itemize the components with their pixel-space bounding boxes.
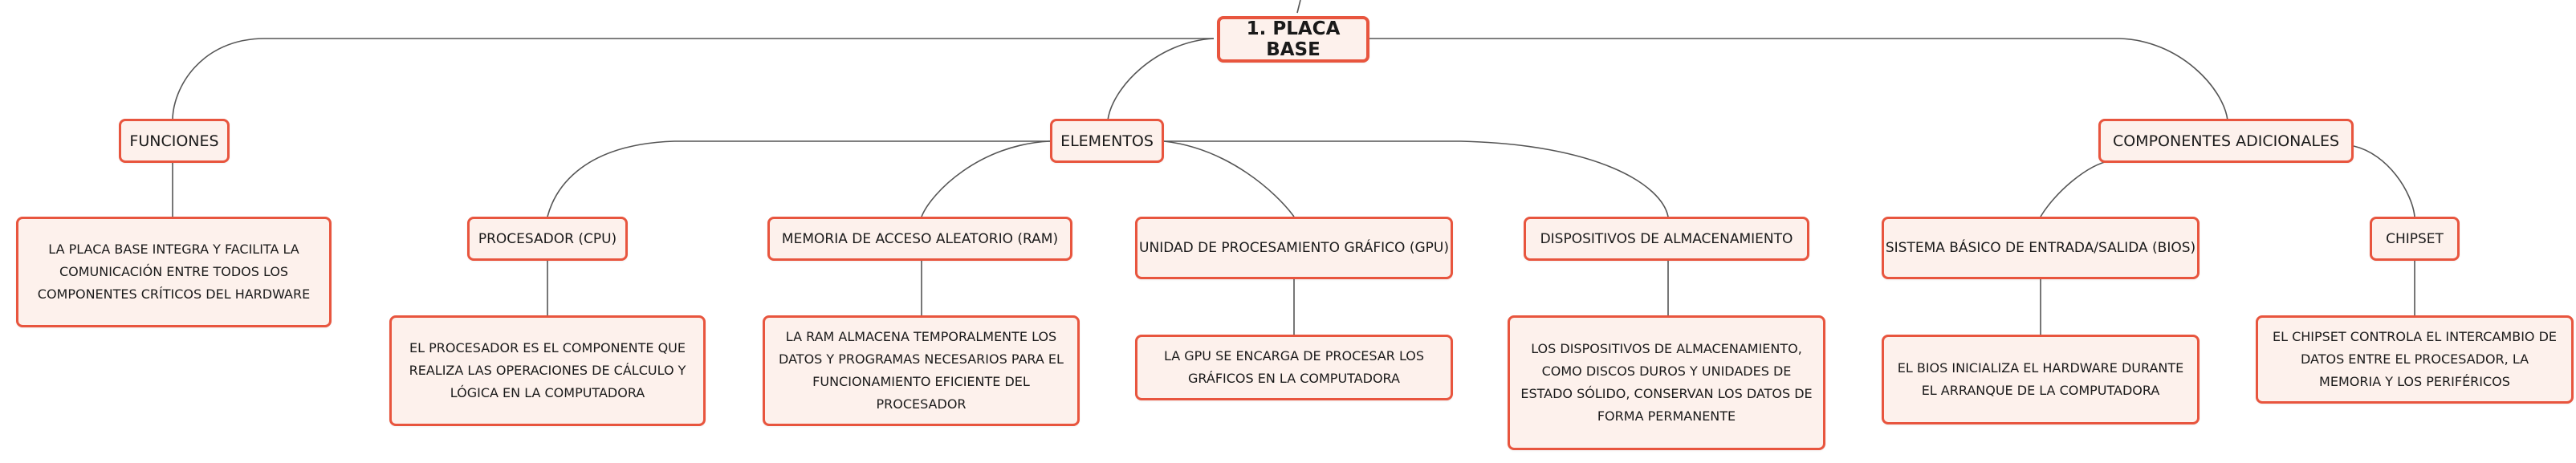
branch-elementos-label: ELEMENTOS bbox=[1060, 132, 1154, 150]
chipset-description[interactable]: EL CHIPSET CONTROLA EL INTERCAMBIO DE DA… bbox=[2256, 315, 2574, 404]
child-chipset-label: CHIPSET bbox=[2386, 230, 2444, 247]
child-bios[interactable]: SISTEMA BÁSICO DE ENTRADA/SALIDA (BIOS) bbox=[1882, 217, 2200, 279]
connector-elementos-gpu bbox=[1163, 140, 1295, 217]
ram-description[interactable]: LA RAM ALMACENA TEMPORALMENTE LOS DATOS … bbox=[763, 315, 1080, 426]
ram-description-text: LA RAM ALMACENA TEMPORALMENTE LOS DATOS … bbox=[779, 329, 1064, 412]
branch-funciones-label: FUNCIONES bbox=[129, 132, 219, 150]
root-label: 1. PLACA BASE bbox=[1246, 18, 1341, 60]
connector-elementos-cpu bbox=[547, 140, 1050, 217]
bios-description-text: EL BIOS INICIALIZA EL HARDWARE DURANTE E… bbox=[1897, 360, 2184, 398]
almacenamiento-description[interactable]: LOS DISPOSITIVOS DE ALMACENAMIENTO, COMO… bbox=[1508, 315, 1825, 450]
connector-root-elementos bbox=[1107, 38, 1215, 121]
connector-elementos-ram bbox=[921, 140, 1051, 217]
connector-componentes-chipset bbox=[2353, 145, 2415, 217]
child-almacenamiento[interactable]: DISPOSITIVOS DE ALMACENAMIENTO bbox=[1524, 217, 1809, 261]
branch-elementos[interactable]: ELEMENTOS bbox=[1050, 119, 1164, 163]
almacenamiento-description-text: LOS DISPOSITIVOS DE ALMACENAMIENTO, COMO… bbox=[1520, 341, 1813, 424]
child-ram-label: MEMORIA DE ACCESO ALEATORIO (RAM) bbox=[781, 230, 1059, 247]
connector-root-componentes bbox=[1369, 38, 2228, 121]
connector-root-parent bbox=[1296, 0, 1301, 14]
branch-componentes-adicionales[interactable]: COMPONENTES ADICIONALES bbox=[2098, 119, 2354, 163]
branch-funciones[interactable]: FUNCIONES bbox=[119, 119, 230, 163]
connector-componentes-bios bbox=[2040, 160, 2112, 217]
cpu-description[interactable]: EL PROCESADOR ES EL COMPONENTE QUE REALI… bbox=[389, 315, 706, 426]
child-almacenamiento-label: DISPOSITIVOS DE ALMACENAMIENTO bbox=[1540, 230, 1793, 247]
branch-componentes-label: COMPONENTES ADICIONALES bbox=[2112, 132, 2340, 150]
bios-description[interactable]: EL BIOS INICIALIZA EL HARDWARE DURANTE E… bbox=[1882, 335, 2200, 424]
child-chipset[interactable]: CHIPSET bbox=[2370, 217, 2460, 261]
funciones-description[interactable]: LA PLACA BASE INTEGRA Y FACILITA LA COMU… bbox=[16, 217, 332, 327]
funciones-description-text: LA PLACA BASE INTEGRA Y FACILITA LA COMU… bbox=[37, 242, 311, 302]
chipset-description-text: EL CHIPSET CONTROLA EL INTERCAMBIO DE DA… bbox=[2272, 329, 2558, 389]
child-cpu-label: PROCESADOR (CPU) bbox=[478, 230, 617, 247]
child-gpu[interactable]: UNIDAD DE PROCESAMIENTO GRÁFICO (GPU) bbox=[1135, 217, 1453, 279]
child-gpu-label: UNIDAD DE PROCESAMIENTO GRÁFICO (GPU) bbox=[1139, 240, 1449, 256]
child-cpu[interactable]: PROCESADOR (CPU) bbox=[467, 217, 628, 261]
connector-elementos-almacenamiento bbox=[1164, 140, 1669, 217]
child-bios-label: SISTEMA BÁSICO DE ENTRADA/SALIDA (BIOS) bbox=[1885, 240, 2196, 256]
root-node[interactable]: 1. PLACA BASE bbox=[1217, 16, 1369, 63]
child-ram[interactable]: MEMORIA DE ACCESO ALEATORIO (RAM) bbox=[767, 217, 1072, 261]
cpu-description-text: EL PROCESADOR ES EL COMPONENTE QUE REALI… bbox=[409, 340, 686, 400]
gpu-description-text: LA GPU SE ENCARGA DE PROCESAR LOS GRÁFIC… bbox=[1163, 348, 1425, 386]
connector-root-funciones bbox=[172, 38, 1214, 121]
gpu-description[interactable]: LA GPU SE ENCARGA DE PROCESAR LOS GRÁFIC… bbox=[1135, 335, 1453, 400]
